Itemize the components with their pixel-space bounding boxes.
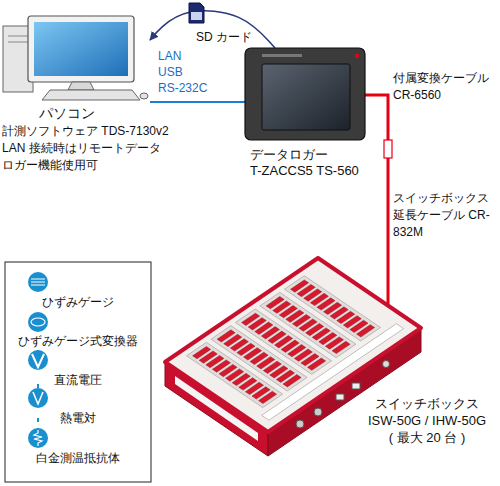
- node-label: 白金測温抵抗体: [5, 450, 151, 466]
- transducer-icon: [28, 312, 48, 332]
- lan-usb-serial-line: [150, 101, 245, 103]
- node-label: ひずみゲージ: [5, 294, 151, 310]
- keyboard: [42, 90, 140, 100]
- logger-badge: [262, 54, 302, 57]
- sd-card: [189, 3, 204, 23]
- thermocouple-icon: [28, 388, 48, 408]
- cable-label: スイッチボックス 延長ケーブル CR-832M: [393, 190, 499, 241]
- node-label: ひずみゲージ式変換器: [5, 333, 151, 349]
- rtd-glyph: [34, 430, 42, 446]
- cable-label: 付属変換ケーブル CR-6560: [393, 70, 499, 104]
- node-label: ( 最大 20 台 ): [363, 429, 491, 446]
- switch-box-connector: [383, 361, 390, 368]
- cable-connector: [384, 140, 392, 158]
- node-label: LAN 接続時はリモートデータ ロガー機能使用可: [2, 140, 187, 174]
- switch-box-connector: [296, 420, 304, 428]
- node-label: T-ZACCS5 TS-560: [250, 162, 359, 179]
- dc-voltage-icon: [28, 350, 48, 370]
- power-lamp: [355, 54, 359, 58]
- thermocouple-glyph: [33, 392, 43, 404]
- sd-card-label: [191, 12, 202, 20]
- drive-slot: [8, 42, 28, 43]
- terminal: [357, 325, 375, 337]
- computer: パソコン計測ソフトウェア TDS-7130v2LAN 接続時はリモートデータ ロ…: [2, 8, 150, 108]
- terminal: [283, 375, 301, 387]
- dc-voltage-glyph: [32, 354, 44, 367]
- terminal: [332, 341, 350, 353]
- logger-screen: [262, 64, 350, 130]
- drive-slot: [8, 36, 28, 37]
- mouse: [140, 93, 148, 99]
- strain-gauge-glyph: [31, 279, 45, 285]
- data-logger: データロガーT-ZACCS5 TS-560: [245, 48, 365, 140]
- terminal-rows: [187, 276, 404, 421]
- switch-box-connector: [314, 408, 322, 416]
- pc-illustration: [3, 16, 148, 100]
- monitor-screen: [34, 22, 128, 76]
- terminal-row: [284, 276, 380, 341]
- node-label: データロガー: [250, 146, 328, 163]
- switch-box-cable: [365, 95, 388, 306]
- node-label: スイッチボックス: [363, 395, 491, 412]
- sd-card-icon: [189, 3, 204, 23]
- sensor-list-box: ひずみゲージひずみゲージ式変換器直流電圧熱電対白金測温抵抗体: [5, 262, 151, 482]
- rtd-icon: [28, 428, 48, 448]
- sensor-box-outline: [5, 262, 151, 482]
- monitor: [28, 16, 134, 82]
- switch-box-port: [336, 394, 344, 400]
- node-label: パソコン: [32, 104, 102, 122]
- data-logger-illustration: [245, 48, 365, 140]
- node-label: 熱電対: [5, 410, 151, 426]
- node-label: ISW-50G / IHW-50G: [363, 412, 491, 429]
- connection-label: SD カード: [196, 30, 252, 45]
- node-label: 計測ソフトウェア TDS-7130v2: [2, 123, 169, 139]
- connection-label: LAN USB RS-232C: [158, 48, 220, 96]
- strain-gauge-icon: [28, 272, 48, 292]
- node-label: 直流電圧: [5, 372, 151, 388]
- switch-box: スイッチボックスISW-50G / IHW-50G( 最大 20 台 ): [165, 306, 420, 462]
- terminal: [259, 391, 277, 403]
- monitor-stand: [68, 82, 94, 90]
- switch-box-port: [352, 383, 360, 389]
- sd-card-transfer-arrow: [150, 11, 275, 48]
- transducer-glyph: [31, 318, 45, 326]
- logger-body: [245, 48, 365, 140]
- terminal: [308, 358, 326, 370]
